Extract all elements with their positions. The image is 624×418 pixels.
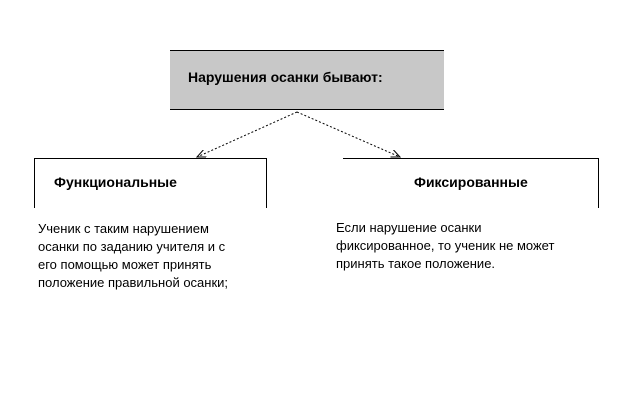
branch-fixed: Фиксированные xyxy=(343,158,599,208)
root-title: Нарушения осанки бывают: xyxy=(188,69,383,85)
arrow-to-functional xyxy=(197,111,298,157)
functional-description: Ученик с таким нарушением осанки по зада… xyxy=(38,221,229,290)
root-box: Нарушения осанки бывают: xyxy=(170,50,444,110)
branch-functional: Функциональные xyxy=(34,158,267,208)
branch-fixed-title: Фиксированные xyxy=(414,174,528,190)
arrow-to-fixed xyxy=(296,111,400,157)
branch-functional-title: Функциональные xyxy=(54,174,177,190)
fixed-description: Если нарушение осанки фиксированное, то … xyxy=(336,220,555,271)
